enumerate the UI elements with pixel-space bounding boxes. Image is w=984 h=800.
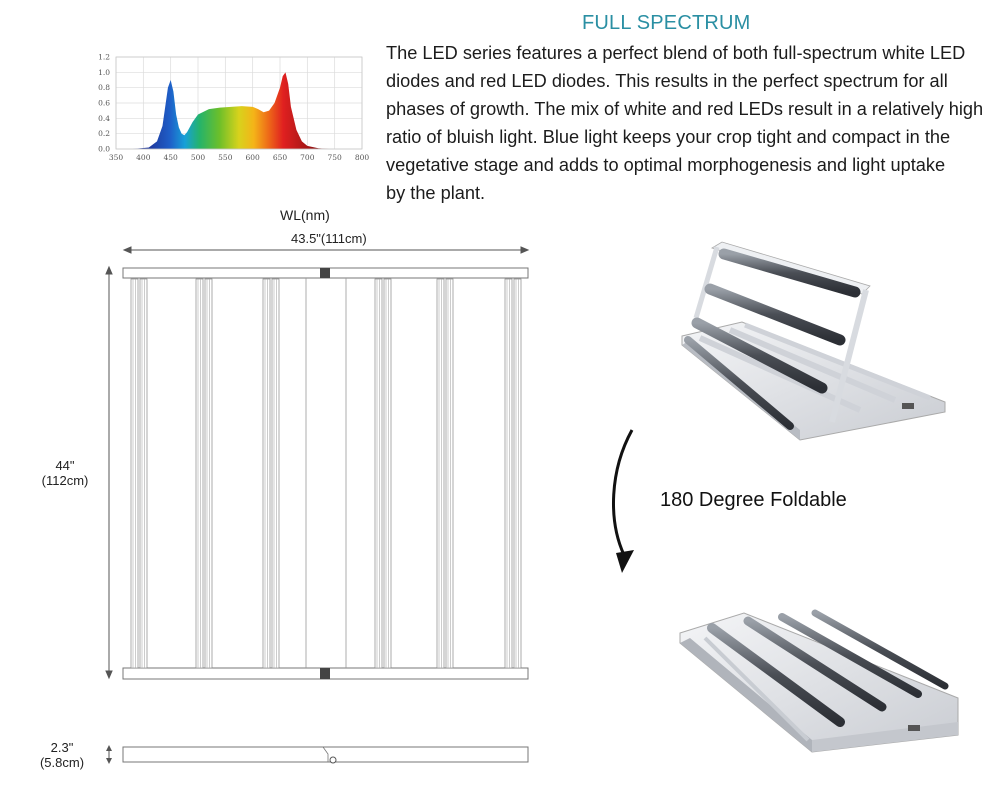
light-bar [195, 278, 204, 669]
arrow-head-icon [616, 550, 634, 573]
light-bar [139, 278, 148, 669]
y-tick-label: 0.6 [98, 99, 110, 108]
description-line: diodes and red LED diodes. This results … [386, 71, 948, 91]
light-bars [130, 278, 522, 669]
spectrum-description: The LED series features a perfect blend … [386, 39, 984, 207]
y-tick-label: 0.2 [98, 129, 110, 138]
description-line: vegetative stage and adds to optimal mor… [386, 155, 946, 175]
light-bar [262, 278, 271, 669]
description-line: ratio of bluish light. Blue light keeps … [386, 127, 951, 147]
fixture-side-view [106, 745, 529, 764]
wavelength-axis-label: WL(nm) [280, 207, 330, 223]
spectrum-title: FULL SPECTRUM [582, 12, 751, 34]
foldable-label: 180 Degree Foldable [660, 489, 847, 511]
top-hinge [320, 268, 330, 278]
height-cm: (112cm) [41, 473, 89, 488]
y-tick-label: 0.0 [98, 145, 110, 154]
light-bar [504, 278, 513, 669]
height-dimension-line [105, 265, 113, 680]
light-bar [130, 278, 139, 669]
height-dimension-label: 44" (112cm) [30, 458, 100, 488]
x-tick-label: 500 [191, 153, 206, 162]
light-bar [513, 278, 522, 669]
chart-axes [115, 56, 363, 150]
description-line: The LED series features a perfect blend … [386, 43, 966, 63]
light-bar [204, 278, 213, 669]
light-bar [271, 278, 280, 669]
width-dimension-line [122, 246, 530, 254]
description-line: by the plant. [386, 183, 486, 203]
thickness-dimension-label: 2.3" (5.8cm) [30, 740, 94, 770]
x-tick-label: 600 [246, 153, 261, 162]
x-tick-label: 750 [328, 153, 343, 162]
bottom-hinge [320, 668, 330, 679]
chart-grid [115, 56, 363, 150]
bottom-rail [122, 667, 529, 680]
height-inches: 44" [55, 458, 75, 473]
light-bar [374, 278, 383, 669]
x-tick-label: 650 [273, 153, 288, 162]
top-rail [122, 267, 529, 279]
x-tick-label: 700 [300, 153, 315, 162]
x-tick-label: 800 [355, 153, 370, 162]
x-tick-label: 450 [164, 153, 179, 162]
light-bar [436, 278, 445, 669]
y-tick-label: 0.4 [98, 114, 110, 123]
light-bar [445, 278, 454, 669]
thickness-inches: 2.3" [50, 740, 74, 755]
chart-ticks: 350 400 450 500 550 600 650 700 750 800 0.0 0.2 0.4 0… [98, 53, 369, 163]
y-tick-label: 1.0 [98, 68, 110, 77]
y-tick-label: 0.8 [98, 83, 110, 92]
light-bar [383, 278, 392, 669]
width-dimension-label: 43.5"(111cm) [291, 231, 367, 246]
x-tick-label: 400 [136, 153, 151, 162]
x-tick-label: 550 [218, 153, 233, 162]
y-tick-label: 1.2 [98, 53, 110, 62]
description-line: phases of growth. The mix of white and r… [386, 99, 984, 119]
x-tick-label: 350 [109, 153, 124, 162]
thickness-cm: (5.8cm) [39, 755, 85, 770]
spectrum-curve [132, 72, 330, 149]
